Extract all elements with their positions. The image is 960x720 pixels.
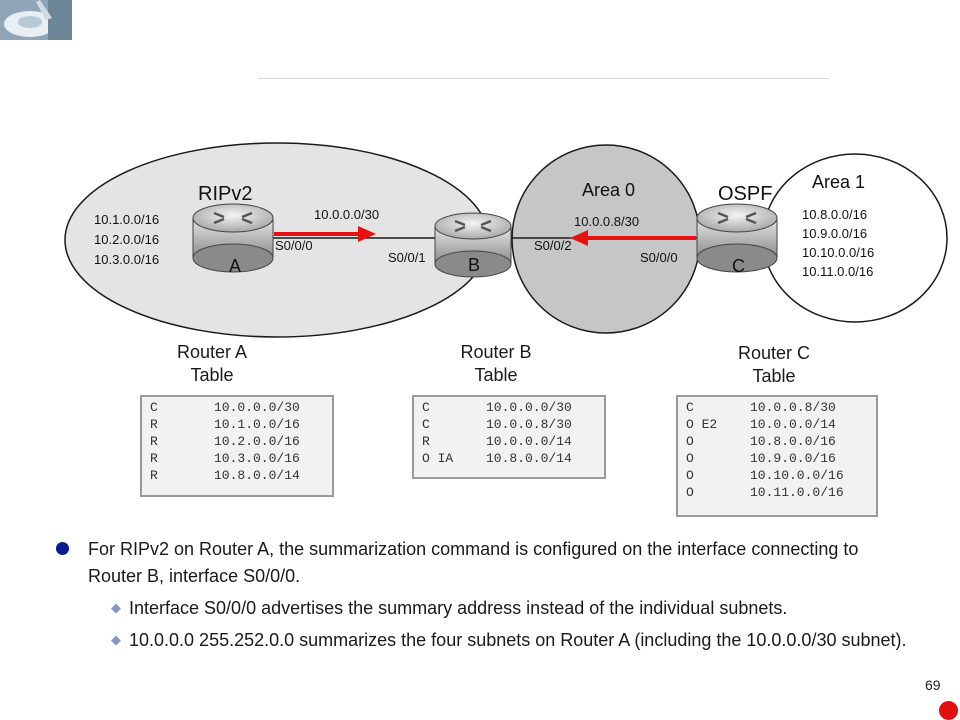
router-a-network: 10.1.0.0/16	[94, 212, 159, 227]
title-divider	[258, 78, 829, 79]
arrow-c-to-b-head	[570, 230, 588, 246]
router-c-network: 10.8.0.0/16	[802, 207, 867, 222]
link-bc-b-interface: S0/0/2	[534, 238, 572, 253]
bullet-sub-2-text: 10.0.0.0 255.252.0.0 summarizes the four…	[129, 630, 907, 650]
link-bc-c-interface: S0/0/0	[640, 250, 678, 265]
bullet-main: For RIPv2 on Router A, the summarization…	[56, 536, 916, 590]
router-a-letter: A	[229, 256, 241, 276]
red-marker-dot	[939, 701, 958, 720]
router-c-network: 10.11.0.0/16	[802, 264, 873, 279]
bullet-dot-icon	[56, 542, 69, 555]
bullet-main-text: For RIPv2 on Router A, the summarization…	[88, 539, 859, 586]
link-ab-a-interface: S0/0/0	[275, 238, 313, 253]
sub-bullet-diamond-icon: ◆	[111, 600, 121, 615]
router-b-letter: B	[468, 255, 480, 275]
sub-bullet-diamond-icon: ◆	[111, 632, 121, 647]
router-c: C	[696, 203, 778, 276]
ospf-label: OSPF	[718, 183, 772, 205]
router-c-network: 10.9.0.0/16	[802, 226, 867, 241]
page-number: 69	[925, 677, 941, 693]
router-a-network: 10.3.0.0/16	[94, 252, 159, 267]
router-c-network: 10.10.0.0/16	[802, 245, 874, 260]
router-c-letter: C	[732, 256, 745, 276]
link-bc-network: 10.0.0.8/30	[574, 214, 639, 229]
bullet-sub-1-text: Interface S0/0/0 advertises the summary …	[129, 598, 788, 618]
bullet-sub-1: ◆ Interface S0/0/0 advertises the summar…	[111, 595, 916, 622]
router-b: B	[434, 212, 512, 278]
slide-bullets: For RIPv2 on Router A, the summarization…	[56, 536, 916, 654]
router-a-network: 10.2.0.0/16	[94, 232, 159, 247]
corner-logo-image	[0, 0, 72, 40]
ripv2-label: RIPv2	[198, 183, 252, 205]
bullet-sub-2: ◆ 10.0.0.0 255.252.0.0 summarizes the fo…	[111, 627, 916, 654]
arrow-a-to-b-head	[358, 226, 376, 242]
link-ab-b-interface: S0/0/1	[388, 250, 426, 265]
area0-label: Area 0	[582, 180, 635, 200]
link-ab-network: 10.0.0.0/30	[314, 207, 379, 222]
area1-label: Area 1	[812, 172, 865, 192]
router-a: A	[192, 203, 274, 276]
